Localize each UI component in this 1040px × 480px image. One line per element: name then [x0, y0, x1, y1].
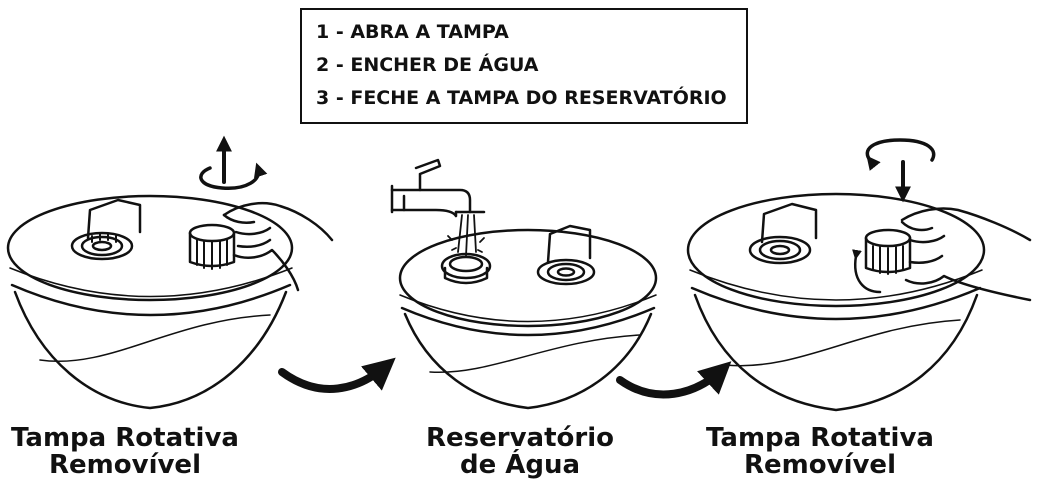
- rotating-lid-icon: [188, 223, 236, 270]
- caption-line: Removível: [744, 450, 896, 480]
- step-close-lid: 3 - FECHE A TAMPA DO RESERVATÓRIO: [316, 87, 727, 109]
- filter-base-icon: [536, 224, 596, 286]
- step-open-lid: 1 - ABRA A TAMPA: [316, 21, 509, 43]
- rotate-arrow-icon: [852, 249, 882, 294]
- caption-line: de Água: [459, 450, 581, 480]
- fountain-left: [6, 135, 334, 410]
- step-fill-water: 2 - ENCHER DE ÁGUA: [316, 54, 539, 76]
- caption-line: Tampa Rotativa: [11, 423, 239, 453]
- caption-line: Reservatório: [426, 423, 614, 453]
- fountain-middle: [390, 158, 658, 410]
- caption-rotating-lid-right: Tampa Rotativa Removível: [690, 425, 950, 479]
- hand-icon: [900, 207, 1032, 302]
- next-step-arrow-2: [616, 361, 732, 399]
- reservoir-opening-icon: [440, 252, 492, 285]
- caption-line: Removível: [49, 450, 201, 480]
- water-stream-icon: [447, 214, 485, 257]
- rotating-lid-icon: [864, 228, 912, 275]
- caption-line: Tampa Rotativa: [706, 423, 934, 453]
- open-lid-arrow-icon: [199, 135, 268, 190]
- close-lid-arrow-icon: [865, 138, 936, 203]
- next-step-arrow-1: [278, 357, 396, 393]
- hand-icon: [222, 202, 334, 292]
- filter-base-icon: [748, 202, 818, 265]
- filter-base-icon: [70, 198, 142, 261]
- caption-water-reservoir: Reservatório de Água: [385, 425, 655, 479]
- instructions-box: 1 - ABRA A TAMPA 2 - ENCHER DE ÁGUA 3 - …: [300, 8, 748, 124]
- caption-rotating-lid-left: Tampa Rotativa Removível: [0, 425, 250, 479]
- water-faucet-icon: [390, 158, 486, 218]
- fountain-right: [686, 138, 1032, 412]
